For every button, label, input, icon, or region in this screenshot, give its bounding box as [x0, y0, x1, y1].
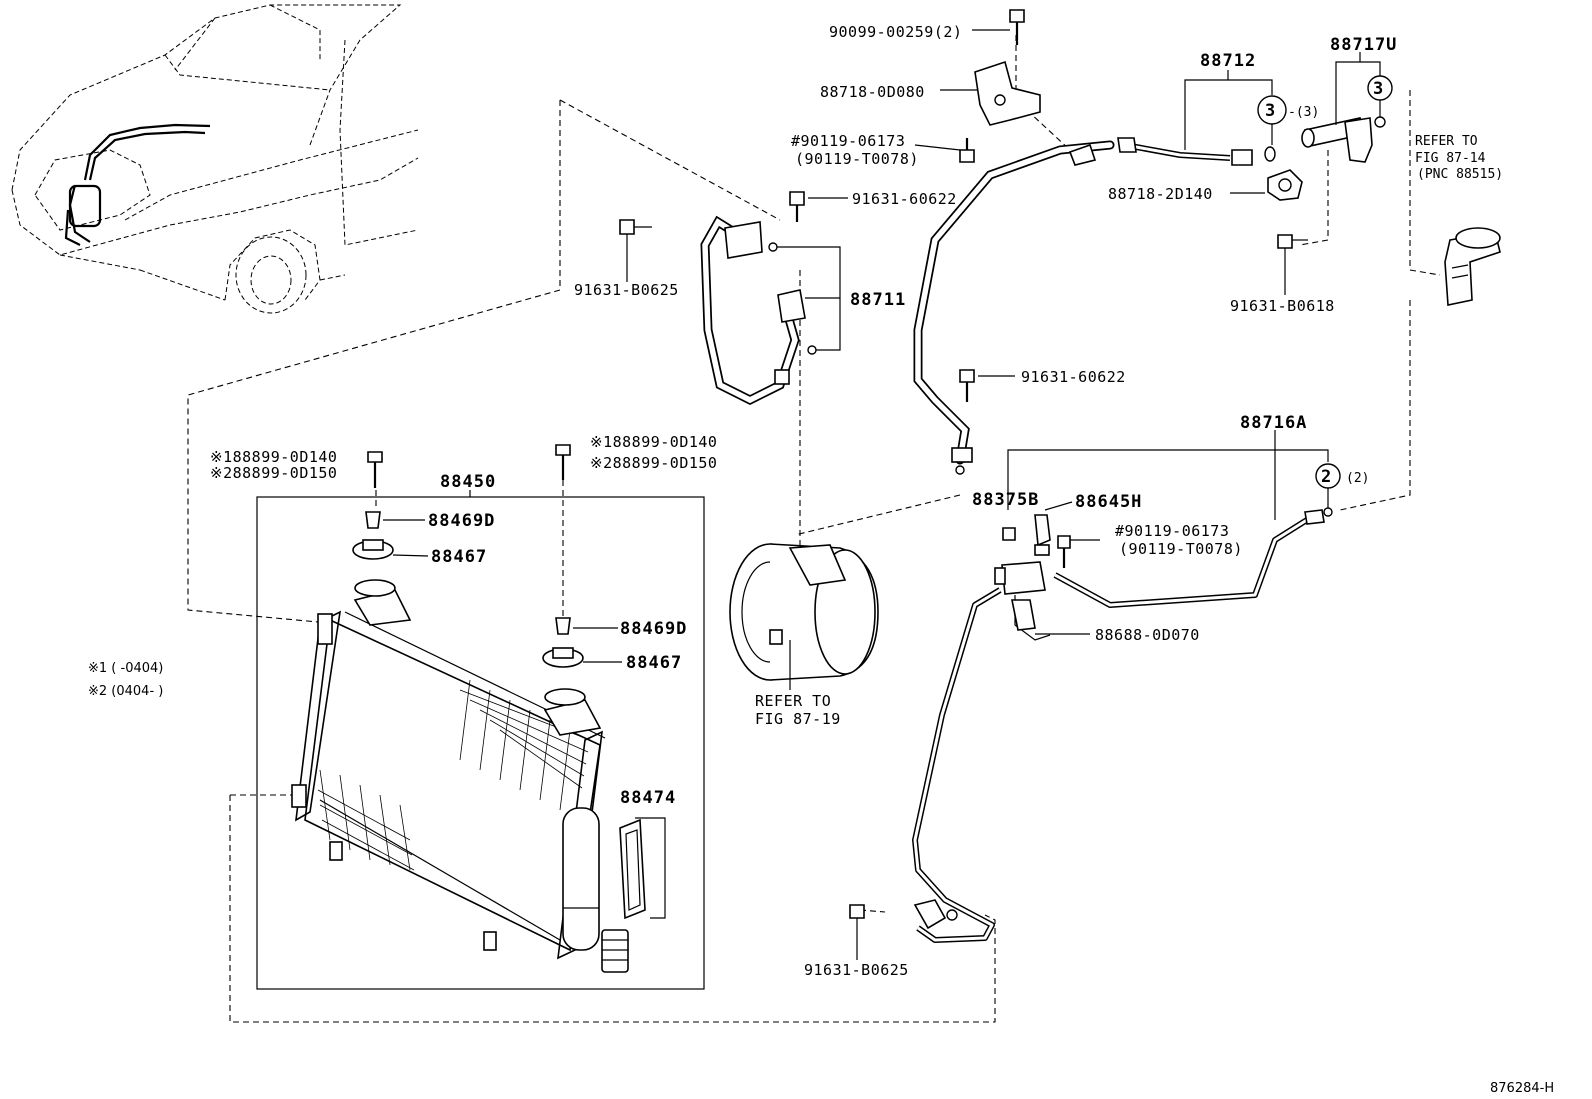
label-88467-upper: 88467 — [431, 547, 487, 567]
label-88474: 88474 — [620, 788, 676, 808]
label-88469D-lower: 88469D — [620, 619, 687, 639]
label-88899-0D140-left: ※188899-0D140 — [210, 448, 337, 466]
hose-88711 — [619, 191, 848, 406]
label-88716A: 88716A — [1240, 413, 1307, 433]
label-88688-0D070: 88688-0D070 — [1095, 626, 1200, 644]
label-90099-00259: 90099-00259(2) — [829, 23, 962, 41]
cushion-88469D-lower — [555, 617, 571, 635]
label-88469D-upper: 88469D — [428, 511, 495, 531]
label-88467-lower: 88467 — [626, 653, 682, 673]
refer-87-14-line1: REFER TO — [1415, 134, 1478, 149]
refer-87-14-part — [1444, 227, 1501, 306]
callout-labels: 90099-00259(2) 88718-0D080 #90119-06173 … — [88, 23, 1554, 1096]
label-91631-B0625-top: 91631-B0625 — [574, 281, 679, 299]
label-88899-0D150-left: ※288899-0D150 — [210, 464, 337, 482]
car-locator-illustration — [11, 4, 419, 314]
figure-id: 876284-H — [1490, 1081, 1554, 1096]
label-90119-T0078-mid: (90119-T0078) — [1119, 540, 1243, 558]
compressor-illustration — [729, 543, 879, 690]
label-88450: 88450 — [440, 472, 496, 492]
label-88718-2D140: 88718-2D140 — [1108, 185, 1213, 203]
marker-2-text: 2 — [1321, 467, 1332, 487]
condenser-fin-mesh — [317, 679, 591, 871]
refer-87-19-line2: FIG 87-19 — [755, 710, 841, 728]
label-88645H: 88645H — [1075, 492, 1142, 512]
label-88711: 88711 — [850, 290, 906, 310]
label-88375B: 88375B — [972, 490, 1039, 510]
marker-3-a-text: 3 — [1265, 101, 1276, 121]
marker-3-a-qty: -(3) — [1288, 105, 1319, 120]
filter-88474 — [619, 818, 646, 920]
clamp-and-valve — [1230, 52, 1393, 295]
receiver-dryer — [562, 807, 600, 951]
footnote-1: ※1 ( -0404) — [88, 661, 163, 676]
label-91631-B0625-bottom: 91631-B0625 — [804, 961, 909, 979]
label-91631-B0618: 91631-B0618 — [1230, 297, 1335, 315]
label-90119-T0078-top: (90119-T0078) — [795, 150, 919, 168]
refer-87-19-line1: REFER TO — [755, 692, 831, 710]
label-90119-06173-mid: #90119-06173 — [1115, 522, 1229, 540]
label-88717U: 88717U — [1330, 35, 1397, 55]
refer-87-14-line2: FIG 87-14 — [1415, 151, 1486, 166]
condenser-group-frame — [256, 496, 705, 990]
refer-87-14-line3: (PNC 88515) — [1417, 167, 1503, 182]
marker-2-qty: (2) — [1346, 471, 1369, 486]
label-90119-06173-top: #90119-06173 — [791, 132, 905, 150]
label-88899-0D140-right: ※188899-0D140 — [590, 433, 717, 451]
label-88712: 88712 — [1200, 51, 1256, 71]
condenser-88450 — [256, 444, 705, 990]
marker-3-b-text: 3 — [1373, 79, 1384, 99]
label-91631-60622-a: 91631-60622 — [852, 190, 957, 208]
hose-88712 — [913, 9, 1287, 475]
label-88899-0D150-right: ※288899-0D150 — [590, 454, 717, 472]
label-88718-0D080: 88718-0D080 — [820, 83, 925, 101]
label-91631-60622-b: 91631-60622 — [1021, 368, 1126, 386]
cushion-88469D-upper — [365, 511, 381, 529]
footnote-2: ※2 (0404- ) — [88, 684, 163, 699]
pipe-88716A — [849, 430, 1341, 960]
